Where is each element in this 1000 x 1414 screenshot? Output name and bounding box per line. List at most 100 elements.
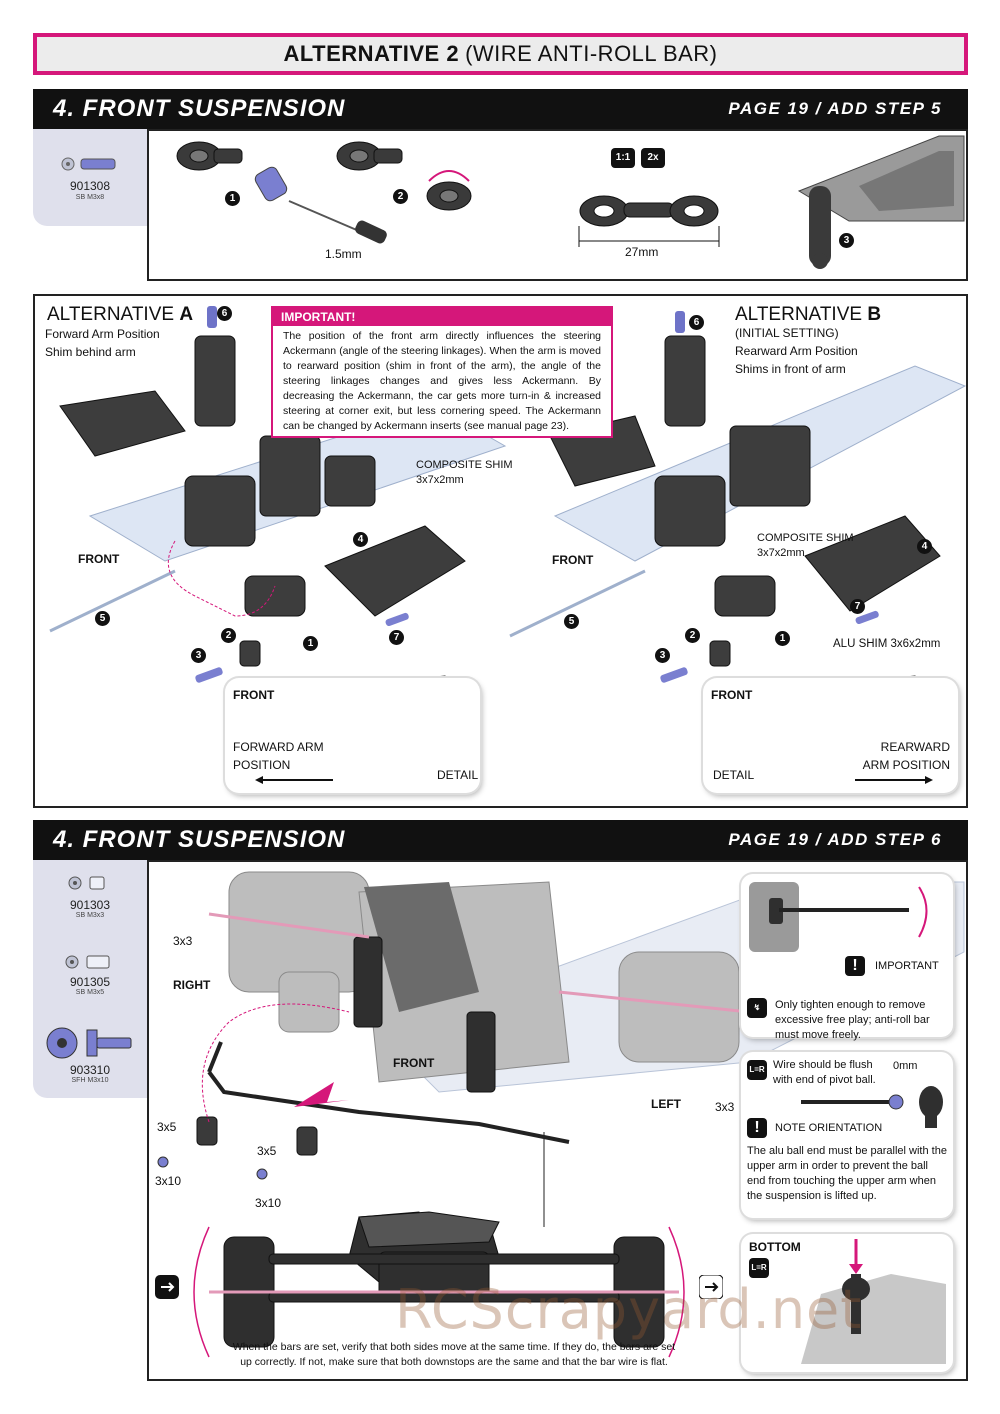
alt-b-num-4: 4 bbox=[917, 539, 932, 554]
page-banner: ALTERNATIVE 2 (WIRE ANTI-ROLL BAR) bbox=[33, 33, 968, 75]
alt-a-shim-label: COMPOSITE SHIM bbox=[416, 459, 513, 471]
alt-b-title: ALTERNATIVE B bbox=[735, 304, 881, 326]
screw-m3x10-icon bbox=[45, 1026, 135, 1065]
screw-3x3-icon bbox=[68, 876, 112, 895]
step5-panel: 1 2 3 1.5mm 1:1 2x 27mm bbox=[147, 129, 968, 281]
alt-a-title-letter: A bbox=[179, 304, 194, 325]
alt-a-num-2: 2 bbox=[221, 628, 236, 643]
step-number-2: 2 bbox=[393, 189, 408, 204]
pivot-ball-illustration bbox=[801, 1086, 943, 1128]
side-box-orientation: L=R Wire should be flush with end of piv… bbox=[741, 1052, 953, 1218]
part-desc: SB M3x8 bbox=[75, 194, 105, 201]
label-front: FRONT bbox=[393, 1056, 435, 1070]
alt-b-num-2: 2 bbox=[685, 628, 700, 643]
alt-a-num-1: 1 bbox=[303, 636, 318, 651]
alt-a-num-5: 5 bbox=[95, 611, 110, 626]
part-desc-901303: SB M3x3 bbox=[75, 912, 105, 919]
label-left: LEFT bbox=[651, 1097, 681, 1111]
step-number-3: 3 bbox=[839, 233, 854, 248]
section2-parts: 901303 SB M3x3 901305 SB M3x5 903310 SFH… bbox=[33, 860, 147, 1098]
side2-orient-note: The alu ball end must be parallel with t… bbox=[747, 1145, 947, 1202]
alt-b-num-1: 1 bbox=[775, 631, 790, 646]
alt-b-alu-shim-label: ALU SHIM 3x6x2mm bbox=[833, 638, 941, 650]
step6-panel: 3x3 RIGHT FRONT LEFT 3x3 3x5 3x10 3x5 3x… bbox=[147, 860, 968, 1381]
banner-rest: (WIRE ANTI-ROLL BAR) bbox=[465, 41, 718, 66]
section2-header: 4. FRONT SUSPENSION PAGE 19 / ADD STEP 6 bbox=[33, 820, 968, 860]
section1-title: 4. FRONT SUSPENSION bbox=[53, 95, 346, 122]
alt-b-line0: (INITIAL SETTING) bbox=[735, 326, 839, 340]
section1-parts: 901308 SB M3x8 bbox=[33, 129, 147, 226]
alt-b-detail-box: FRONT REARWARD ARM POSITION DETAIL bbox=[703, 678, 958, 793]
alt-a-detail-label2: POSITION bbox=[233, 758, 291, 772]
part-desc-901305: SB M3x5 bbox=[75, 989, 105, 996]
alt-a-line1: Forward Arm Position bbox=[45, 327, 160, 341]
step5-illustration bbox=[176, 135, 965, 269]
alt-a-num-7: 7 bbox=[389, 630, 404, 645]
section2-title: 4. FRONT SUSPENSION bbox=[53, 826, 346, 853]
important-body: The position of the front arm directly i… bbox=[283, 330, 601, 432]
alt-b-num-3: 3 bbox=[655, 648, 670, 663]
alt-b-shim-label: COMPOSITE SHIM bbox=[757, 532, 854, 544]
arrow-left-icon bbox=[255, 776, 333, 784]
side2-flush-note: Wire should be flush with end of pivot b… bbox=[773, 1059, 876, 1086]
alt-a-num-3: 3 bbox=[191, 648, 206, 663]
alt-b-line2: Shims in front of arm bbox=[735, 362, 846, 376]
alt-b-shim-size: 3x7x2mm bbox=[757, 547, 805, 559]
side1-important-label: IMPORTANT bbox=[875, 960, 939, 972]
part-code-901305: 901305 bbox=[69, 975, 111, 989]
alt-a-num-6: 6 bbox=[217, 306, 232, 321]
alt-b-detail-caption: DETAIL bbox=[713, 768, 755, 782]
alt-b-line1: Rearward Arm Position bbox=[735, 344, 858, 358]
alt-b-detail-label1: REARWARD bbox=[880, 740, 950, 754]
alt-b-num-7: 7 bbox=[850, 599, 865, 614]
banner-bold: ALTERNATIVE 2 bbox=[283, 41, 460, 66]
note-icon: ! bbox=[747, 1118, 767, 1138]
quantity-badge: 2x bbox=[641, 148, 665, 168]
section1-page-ref: PAGE 19 / ADD STEP 5 bbox=[728, 99, 942, 118]
lr-icon-bottom: L=R bbox=[749, 1258, 769, 1278]
alt-a-line2: Shim behind arm bbox=[45, 345, 136, 359]
alt-a-title-pre: ALTERNATIVE bbox=[47, 304, 175, 325]
side1-note: Only tighten enough to remove excessive … bbox=[775, 999, 930, 1041]
side2-orient-label: NOTE ORIENTATION bbox=[775, 1122, 883, 1134]
section2-page-ref: PAGE 19 / ADD STEP 6 bbox=[728, 830, 942, 849]
label-3x3-right: 3x3 bbox=[715, 1100, 735, 1114]
side-box-bottom: BOTTOM L=R bbox=[741, 1234, 953, 1372]
alternatives-panel: ALTERNATIVE A Forward Arm Position Shim … bbox=[33, 294, 968, 808]
watermark-logo: RCScrapyard.net bbox=[395, 1278, 863, 1341]
alt-a-detail-label1: FORWARD ARM bbox=[233, 740, 324, 754]
antiroll-pivot-illustration bbox=[749, 882, 928, 952]
alt-b-front-label: FRONT bbox=[552, 553, 594, 567]
important-icon: ! bbox=[845, 956, 865, 976]
alt-a-detail-caption: DETAIL bbox=[437, 768, 479, 782]
alt-b-detail-label2: ARM POSITION bbox=[862, 758, 950, 772]
alt-b-detail-front: FRONT bbox=[711, 688, 753, 702]
alt-b-title-letter: B bbox=[867, 304, 882, 325]
important-heading: IMPORTANT! bbox=[273, 308, 611, 326]
label-3x10-b: 3x10 bbox=[255, 1196, 282, 1210]
label-right: RIGHT bbox=[173, 978, 211, 992]
arrow-right-icon bbox=[855, 776, 933, 784]
side-box-tighten: ! IMPORTANT ↯ Only tighten enough to rem… bbox=[741, 874, 953, 1041]
label-3x3-left: 3x3 bbox=[173, 934, 193, 948]
alt-b-num-6: 6 bbox=[689, 315, 704, 330]
alt-a-detail-front: FRONT bbox=[233, 688, 275, 702]
alt-b-num-5: 5 bbox=[564, 614, 579, 629]
pivot-icon-left bbox=[155, 1275, 179, 1304]
ratio-badge: 1:1 bbox=[611, 148, 635, 168]
lr-icon: L=R bbox=[747, 1060, 767, 1080]
alt-a-front-label: FRONT bbox=[78, 552, 120, 566]
side2-mm-label: 0mm bbox=[893, 1060, 918, 1072]
tighten-icon: ↯ bbox=[747, 998, 767, 1018]
part-code: 901308 bbox=[69, 179, 111, 193]
length-label: 27mm bbox=[625, 245, 659, 259]
part-code-903310: 903310 bbox=[69, 1063, 111, 1077]
part-code-901303: 901303 bbox=[69, 898, 111, 912]
alt-b-title-pre: ALTERNATIVE bbox=[735, 304, 863, 325]
step-number-1: 1 bbox=[225, 191, 240, 206]
alt-a-shim-size: 3x7x2mm bbox=[416, 474, 464, 486]
alt-a-detail-box: FRONT FORWARD ARM POSITION DETAIL bbox=[225, 678, 480, 793]
alt-a-num-4: 4 bbox=[353, 532, 368, 547]
alt-a-title: ALTERNATIVE A bbox=[47, 304, 193, 326]
side3-bottom-label: BOTTOM bbox=[749, 1240, 801, 1254]
